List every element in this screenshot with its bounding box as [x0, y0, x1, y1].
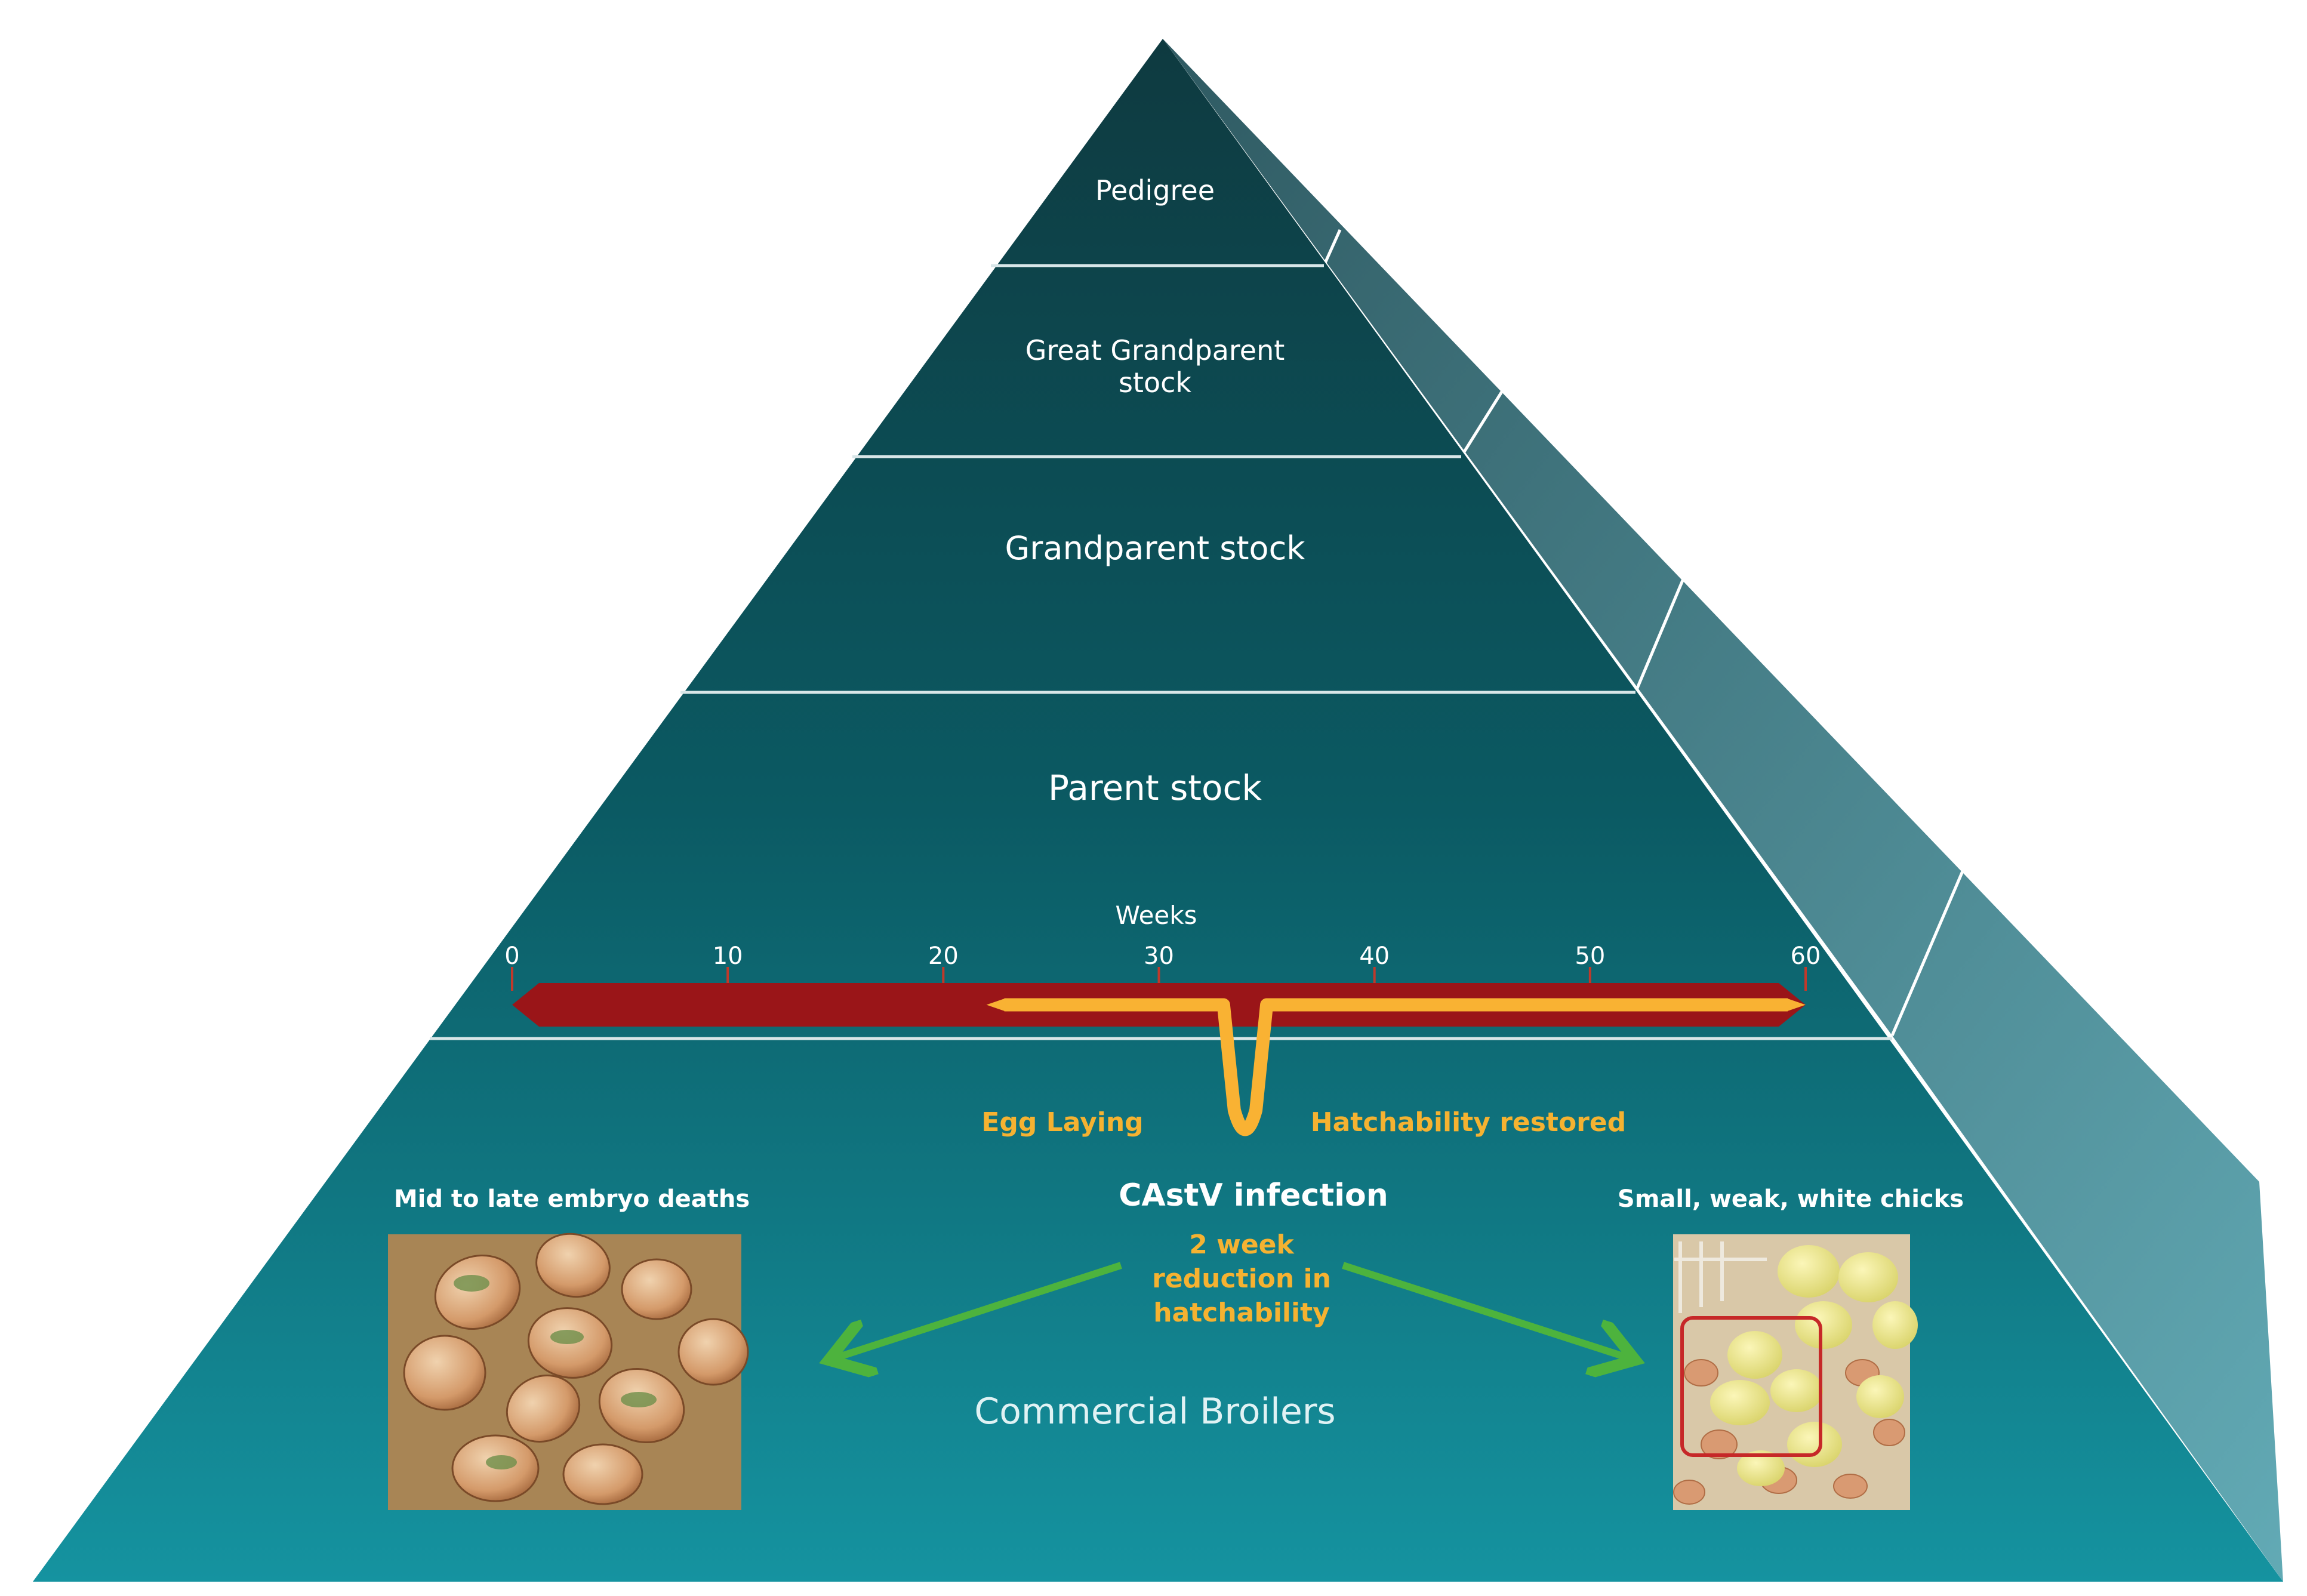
broken-eggs-photo [388, 1233, 749, 1510]
tier-label-grandparent: Grandparent stock [1005, 529, 1305, 567]
tier-label-great-grandparent-line1: Great Grandparent [1025, 334, 1285, 366]
side-divider-2 [1459, 387, 1506, 458]
castv-infection-label: CAstV infection [1119, 1178, 1388, 1213]
timeline-tick-label: 60 [1791, 942, 1821, 970]
timeline-tick-label: 50 [1575, 942, 1605, 970]
reduction-label-line1: 2 week [1189, 1230, 1295, 1260]
side-divider-3 [1634, 578, 1685, 693]
timeline-tick-label: 10 [713, 942, 743, 970]
timeline-tick-label: 40 [1359, 942, 1390, 970]
side-divider-1 [1322, 229, 1342, 267]
right-outcome-arrow [1342, 1262, 1628, 1358]
egg-laying-label: Egg Laying [981, 1107, 1143, 1138]
hatchability-arrow-head [1787, 998, 1806, 1012]
highlight-box [1680, 1316, 1822, 1457]
right-caption: Small, weak, white chicks [1618, 1185, 1964, 1213]
side-divider-4 [1890, 868, 1966, 1036]
hatchability-bar [1004, 998, 1788, 1136]
chicks-photo [1673, 1234, 1918, 1510]
left-caption: Mid to late embryo deaths [394, 1185, 750, 1213]
timeline-tick-label: 0 [504, 942, 519, 970]
tier-label-great-grandparent-line2: stock [1119, 366, 1191, 399]
pyramid-front-face [33, 39, 2283, 1582]
reduction-label-line3: hatchability [1153, 1298, 1330, 1328]
hatchability-restored-label: Hatchability restored [1311, 1107, 1626, 1138]
timeline-tick-label: 30 [1144, 942, 1174, 970]
timeline-tick-label: 20 [928, 942, 959, 970]
tier-label-commercial: Commercial Broilers [974, 1391, 1335, 1432]
reduction-label-line2: reduction in [1152, 1264, 1331, 1294]
hatchability-arrow-tail [986, 998, 1006, 1012]
weeks-timeline: Weeks 0 10 20 30 40 50 60 [504, 901, 1821, 1136]
timeline-title: Weeks [1116, 901, 1197, 930]
timeline-ticks: 0 10 20 30 40 50 60 [504, 942, 1821, 991]
tier-label-pedigree: Pedigree [1095, 174, 1215, 207]
tier-label-parent: Parent stock [1048, 768, 1262, 808]
left-outcome-arrow [836, 1262, 1122, 1358]
